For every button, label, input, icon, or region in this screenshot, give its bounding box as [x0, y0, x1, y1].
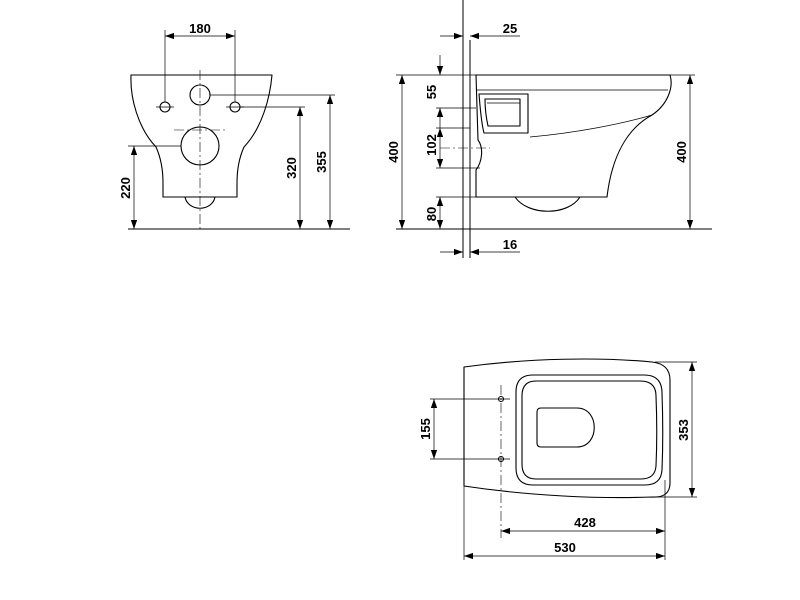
side-lid-inner	[484, 98, 521, 127]
front-dim-220: 220	[118, 177, 133, 199]
front-dim-355: 355	[314, 151, 329, 173]
top-seat-outline	[515, 374, 664, 486]
side-bowl-outline	[475, 74, 672, 198]
side-dim-55: 55	[424, 85, 439, 99]
side-dim-400-right: 400	[674, 141, 689, 163]
front-bowl-outline	[130, 74, 273, 198]
top-dim-428: 428	[574, 515, 596, 530]
side-outlet	[514, 196, 581, 212]
top-outer-outline	[463, 358, 671, 499]
side-dim-80: 80	[424, 207, 439, 221]
front-dim-320: 320	[284, 157, 299, 179]
top-bowl-opening	[536, 407, 595, 448]
front-view: 180 220 320 355	[118, 21, 350, 232]
side-lid	[478, 93, 529, 134]
top-dim-353: 353	[676, 419, 691, 441]
side-view: 25 55 102 80 400 400 16	[386, 0, 712, 258]
side-seat-edge	[529, 114, 653, 138]
top-dim-155: 155	[418, 418, 433, 440]
side-dim-400-left: 400	[386, 141, 401, 163]
top-view: 155 353 428 530	[418, 358, 697, 560]
side-dim-25: 25	[503, 21, 517, 36]
front-outlet	[184, 196, 216, 209]
top-dim-530: 530	[554, 540, 576, 555]
top-seat-inner	[521, 380, 658, 480]
front-dim-180: 180	[189, 21, 211, 36]
side-dim-16: 16	[503, 237, 517, 252]
side-dim-102: 102	[424, 134, 439, 156]
